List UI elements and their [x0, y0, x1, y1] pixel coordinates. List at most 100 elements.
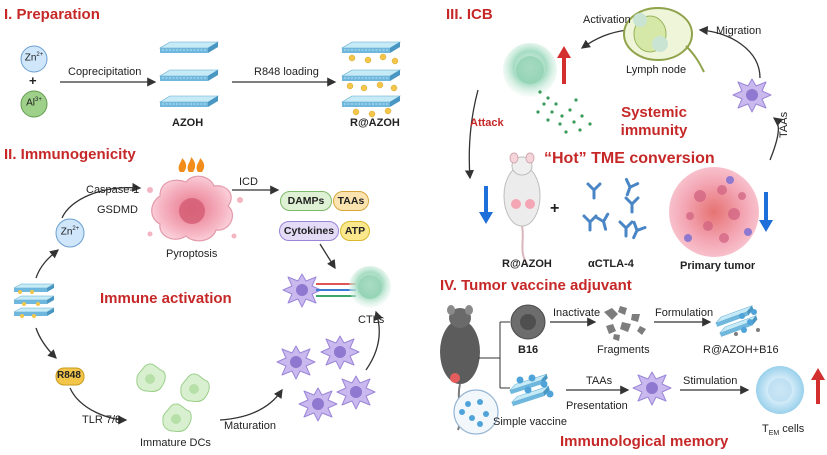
b16-label: B16	[518, 344, 539, 356]
immature-dcs-label: Immature DCs	[140, 437, 211, 449]
presenting-dc	[632, 371, 672, 406]
simple-vaccine-particle	[508, 373, 554, 407]
immature-dc-group	[136, 363, 210, 432]
title-icb: III. ICB	[446, 6, 493, 23]
icb-panel	[464, 7, 783, 267]
razoh-b16-particle	[713, 305, 760, 338]
lymph-node-label: Lymph node	[626, 64, 687, 76]
mature-dc-main	[282, 273, 322, 308]
zn-ion-circle-2	[55, 218, 85, 248]
taas-arrow	[769, 117, 783, 161]
taas-pill: TAAs	[333, 191, 369, 211]
coprecipitation-label: Coprecipitation	[68, 66, 142, 78]
fire-icon	[178, 157, 205, 172]
r848-badge	[55, 367, 85, 386]
zn-to-pyroptosis-arrow	[61, 182, 142, 219]
zn-label: Zn	[24, 52, 37, 64]
activation-label: Activation	[583, 14, 631, 26]
activated-tcell-nucleus	[516, 56, 544, 84]
mature-dc-group	[276, 335, 376, 422]
plus-sign: +	[29, 73, 37, 88]
immunological-memory-label: Immunological memory	[560, 433, 729, 450]
title-immunogenicity: II. Immunogenicity	[4, 146, 136, 163]
icb-razoh-label: R@AZOH	[502, 258, 552, 270]
inactivate-label: Inactivate	[553, 307, 601, 319]
fragments-label: Fragments	[597, 344, 650, 356]
primary-tumor	[669, 167, 759, 257]
title-preparation: I. Preparation	[4, 6, 100, 23]
icb-plus-sign: +	[550, 200, 560, 217]
razoh-stack	[341, 41, 401, 118]
antibody-cluster	[582, 177, 647, 242]
immuno-panel	[13, 157, 391, 432]
tem-cells-label: TEM cells	[762, 423, 804, 437]
particle-to-zn-arrow	[35, 249, 60, 279]
simple-vaccine-bubble	[453, 389, 499, 435]
razoh-label: R@AZOH	[350, 117, 400, 129]
activation-arrow	[580, 29, 629, 49]
signals-to-dc-arrow	[319, 243, 336, 270]
al-charge: 3+	[35, 97, 42, 103]
zn-ion-label: Zn2+	[21, 52, 47, 63]
gsdmd-label: GSDMD	[97, 204, 138, 216]
hot-tme-label: “Hot” TME conversion	[544, 150, 715, 167]
cytokine-dots	[536, 90, 592, 134]
systemic-label-line2: immunity	[620, 122, 688, 139]
al-ion-circle	[20, 90, 48, 118]
r848-loading-label: R848 loading	[254, 66, 319, 78]
al-label: Al	[26, 97, 36, 109]
presentation-label: Presentation	[566, 400, 628, 412]
primary-tumor-label: Primary tumor	[680, 260, 756, 272]
maturation-arrow	[219, 388, 283, 421]
actla4-label: αCTLA-4	[588, 258, 634, 270]
attack-label: Attack	[470, 117, 504, 129]
zn-ion-label-2: Zn2+	[56, 226, 84, 237]
simple-vaccine-label: Simple vaccine	[493, 416, 567, 428]
tlr-label: TLR 7/8	[82, 414, 122, 426]
stimulation-label: Stimulation	[683, 375, 738, 387]
fragments	[604, 306, 646, 341]
icb-mouse	[503, 152, 541, 267]
zn-charge: 2+	[36, 52, 44, 58]
prep-panel	[20, 41, 401, 118]
cytokines-pill: Cytokines	[279, 221, 339, 241]
migrating-dc	[732, 78, 772, 113]
maturation-label: Maturation	[224, 420, 276, 432]
migration-label: Migration	[716, 25, 762, 37]
tem-suffix: cells	[779, 423, 805, 435]
r848-badge-label: R848	[57, 370, 81, 381]
taas-vertical-label: TAAs	[778, 111, 790, 138]
al-ion-label: Al3+	[21, 97, 47, 108]
systemic-label-line1: Systemic	[621, 104, 687, 121]
attack-arrow	[464, 89, 479, 180]
vaccine-panel	[440, 304, 825, 435]
vaccine-mouse	[440, 305, 480, 431]
vaccine-taas-label: TAAs	[586, 375, 613, 387]
pyroptosis-cell	[147, 175, 243, 242]
pyroptosis-label: Pyroptosis	[166, 248, 218, 260]
zn-ion-circle	[20, 45, 48, 73]
ctls-label: CTLs	[358, 314, 385, 326]
tem-main: T	[762, 423, 769, 435]
formulation-label: Formulation	[655, 307, 714, 319]
tem-nucleus	[768, 378, 792, 402]
lymph-node	[623, 7, 705, 73]
ctl-nucleus	[358, 275, 382, 299]
dc-to-ctl-arrow	[365, 310, 383, 371]
tem-subscript: EM	[768, 430, 780, 438]
zn-charge-2: 2+	[72, 226, 80, 232]
zn-label-2: Zn	[60, 226, 73, 238]
title-vaccine: IV. Tumor vaccine adjuvant	[440, 277, 632, 294]
caspase-label: Caspase-1	[86, 184, 140, 196]
razoh-b16-label: R@AZOH+B16	[703, 344, 779, 356]
b16-cell	[510, 304, 546, 340]
tlr-arrow	[69, 387, 128, 425]
azoh-label: AZOH	[172, 117, 204, 129]
immune-activation-label: Immune activation	[100, 290, 232, 307]
particle-to-r848-arrow	[35, 327, 57, 359]
damps-pill: DAMPs	[280, 191, 332, 211]
azoh-particle-left	[13, 283, 55, 318]
migration-arrow	[698, 25, 761, 79]
